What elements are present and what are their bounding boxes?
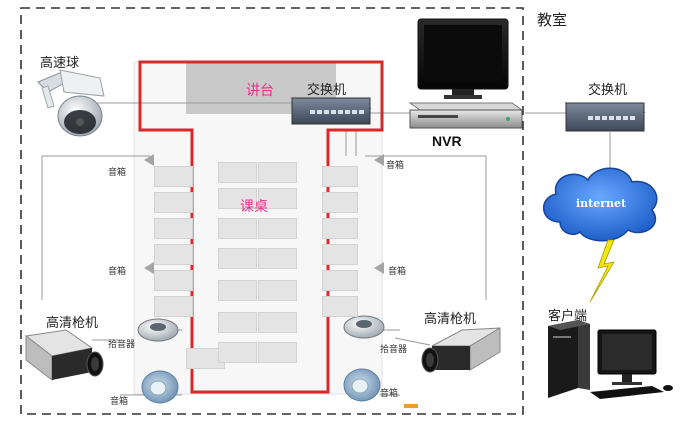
speaker-label: 音箱 — [110, 397, 129, 407]
box-camera-icon — [421, 327, 501, 373]
desktop-pc-icon — [548, 320, 673, 399]
desk — [322, 270, 358, 291]
desk — [154, 218, 193, 239]
desk — [322, 244, 358, 265]
pickup-label: 拾音器 — [380, 345, 408, 355]
desk — [322, 296, 358, 317]
desk — [154, 270, 193, 291]
speaker-icon — [343, 368, 381, 402]
monitor-icon — [417, 18, 509, 99]
speaker-label: 音箱 — [108, 168, 127, 178]
classroom-label: 教室 — [537, 11, 568, 29]
box-camera-icon — [24, 329, 104, 382]
hd-camera-right-label: 高清枪机 — [424, 312, 477, 327]
network-switch-icon — [564, 102, 646, 132]
speaker-label: 音箱 — [386, 161, 405, 171]
nvr-icon — [408, 102, 524, 129]
logo-mark — [404, 404, 418, 408]
speaker-label: 音箱 — [380, 389, 399, 399]
desk — [218, 248, 257, 269]
client-label: 客户端 — [548, 309, 588, 324]
speaker-icon — [144, 154, 384, 274]
desk — [258, 248, 297, 269]
desk — [258, 280, 297, 301]
speaker-icon — [141, 370, 179, 404]
desk — [218, 218, 257, 239]
desk — [154, 244, 193, 265]
internet-label: internet — [576, 197, 627, 210]
pickup-mic-icon — [137, 318, 179, 342]
network-switch-icon — [290, 97, 372, 125]
cloud-icon — [543, 167, 658, 242]
switch-outside-label: 交换机 — [588, 83, 628, 98]
desk — [154, 192, 193, 213]
desk — [258, 218, 297, 239]
desk — [258, 188, 297, 209]
desk — [218, 162, 257, 183]
hd-camera-left-label: 高清枪机 — [46, 316, 99, 331]
nvr-label: NVR — [432, 133, 462, 149]
podium-label: 讲台 — [246, 83, 274, 99]
desk — [258, 162, 297, 183]
desk — [218, 312, 257, 333]
podium-outline — [138, 60, 384, 394]
desk — [218, 342, 257, 363]
pickup-label: 拾音器 — [108, 340, 136, 350]
desk — [218, 188, 257, 209]
desk — [322, 218, 358, 239]
speaker-label: 音箱 — [388, 267, 407, 277]
speaker-label: 音箱 — [108, 267, 127, 277]
pickup-mic-icon — [343, 315, 385, 339]
speed-dome-label: 高速球 — [40, 56, 80, 71]
desk — [258, 312, 297, 333]
desks-label: 课桌 — [240, 199, 268, 215]
desk — [258, 342, 297, 363]
desk — [154, 296, 193, 317]
classroom-boundary — [20, 7, 524, 415]
desk — [218, 280, 257, 301]
lightning-icon — [589, 239, 615, 303]
desk — [322, 192, 358, 213]
desk — [154, 166, 193, 187]
desk — [322, 166, 358, 187]
switch-inside-label: 交换机 — [307, 83, 347, 98]
dome-camera-icon — [37, 69, 105, 137]
